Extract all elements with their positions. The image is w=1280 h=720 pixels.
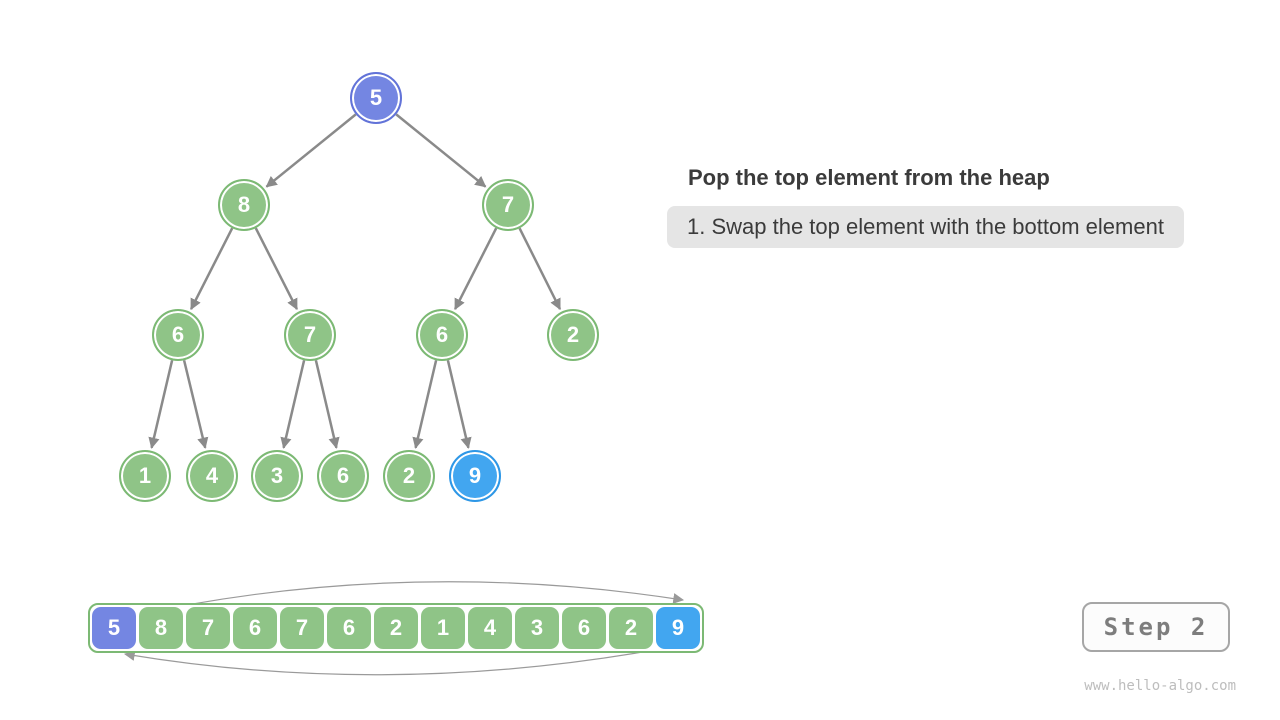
- tree-node: 7: [482, 179, 534, 231]
- array-cell: 2: [609, 607, 653, 649]
- tree-node: 2: [383, 450, 435, 502]
- tree-edge: [453, 227, 498, 311]
- tree-edge: [280, 360, 306, 449]
- tree-edge: [254, 227, 299, 311]
- array-cell: 2: [374, 607, 418, 649]
- array-cell: 3: [515, 607, 559, 649]
- array-cell: 1: [421, 607, 465, 649]
- array-cell: 8: [139, 607, 183, 649]
- tree-node-root: 5: [350, 72, 402, 124]
- array-cell: 5: [92, 607, 136, 649]
- step-note: 1. Swap the top element with the bottom …: [667, 206, 1184, 248]
- tree-node: 6: [416, 309, 468, 361]
- tree-edge: [395, 113, 487, 188]
- watermark: www.hello-algo.com: [1084, 678, 1236, 694]
- page-title: Pop the top element from the heap: [688, 165, 1050, 190]
- tree-node: 4: [186, 450, 238, 502]
- step-button[interactable]: Step 2: [1082, 602, 1230, 652]
- tree-node: 6: [317, 450, 369, 502]
- tree-node: 7: [284, 309, 336, 361]
- tree-edge: [446, 360, 472, 449]
- tree-node: 3: [251, 450, 303, 502]
- tree-edge: [148, 360, 174, 449]
- array-cell: 7: [280, 607, 324, 649]
- array-cell: 4: [468, 607, 512, 649]
- tree-node: 8: [218, 179, 270, 231]
- swap-arc-top: [121, 581, 685, 619]
- tree-node-bottom: 9: [449, 450, 501, 502]
- array-cell: 7: [186, 607, 230, 649]
- tree-edge: [412, 360, 438, 449]
- tree-node: 1: [119, 450, 171, 502]
- tree-edge: [182, 360, 209, 449]
- tree-edge: [314, 360, 340, 449]
- array-cell: 6: [562, 607, 606, 649]
- tree-edge: [189, 227, 234, 311]
- heap-array: 5 8 7 6 7 6 2 1 4 3 6 2 9: [88, 603, 704, 653]
- tree-edge: [265, 113, 357, 188]
- array-cell: 6: [327, 607, 371, 649]
- swap-arc-bottom: [123, 643, 688, 676]
- tree-node: 2: [547, 309, 599, 361]
- tree-edge: [518, 227, 562, 311]
- array-cell: 6: [233, 607, 277, 649]
- tree-node: 6: [152, 309, 204, 361]
- array-cell: 9: [656, 607, 700, 649]
- edges-layer: [121, 113, 688, 676]
